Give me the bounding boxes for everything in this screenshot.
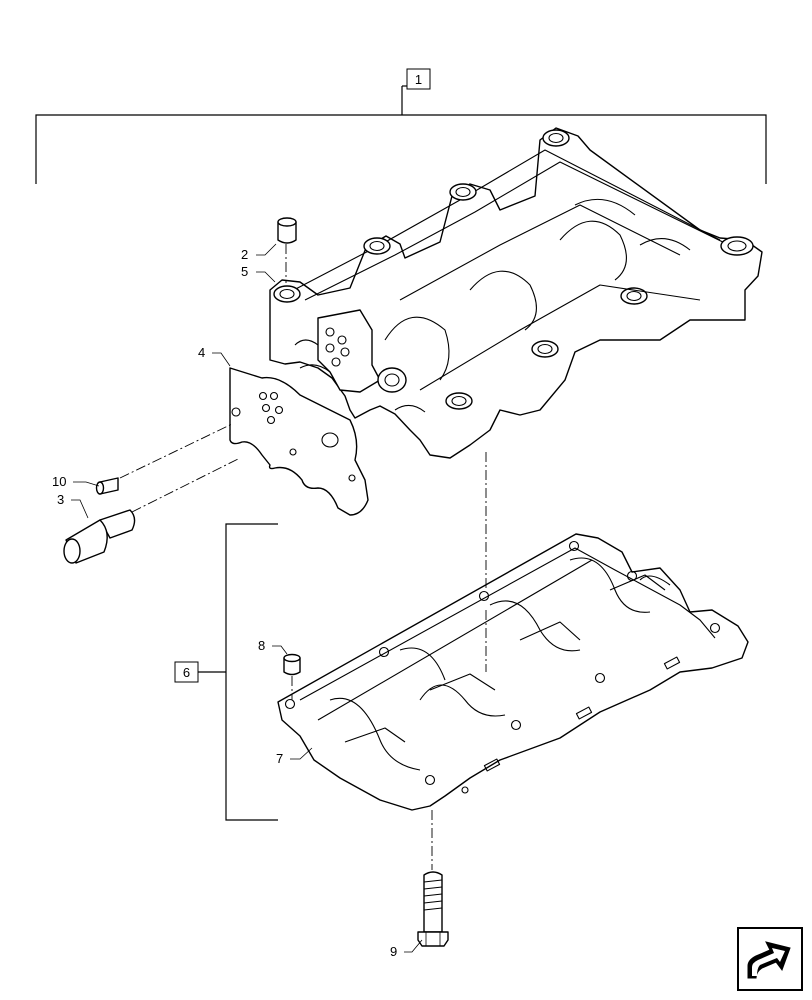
callout-6[interactable]: 6: [174, 661, 199, 683]
bush-part: [283, 653, 301, 676]
callout-4[interactable]: 4: [198, 345, 231, 367]
gasket-plate-part: [229, 367, 369, 516]
svg-text:1: 1: [415, 72, 422, 87]
callout-2[interactable]: 2: [241, 243, 277, 262]
next-page-arrow-icon[interactable]: [737, 927, 803, 991]
callout-3[interactable]: 3: [57, 492, 89, 519]
callout-5[interactable]: 5: [241, 264, 276, 283]
svg-text:4: 4: [198, 345, 205, 360]
assembly-bracket-6: [198, 523, 278, 821]
svg-text:5: 5: [241, 264, 248, 279]
upper-housing-part: [269, 127, 763, 459]
callout-10[interactable]: 10: [52, 474, 100, 489]
svg-text:7: 7: [276, 751, 283, 766]
plug-shaft-part: [63, 509, 136, 564]
svg-text:8: 8: [258, 638, 265, 653]
lower-frame-part: [277, 533, 749, 811]
callout-7[interactable]: 7: [276, 747, 313, 766]
svg-text:9: 9: [390, 944, 397, 959]
callout-8[interactable]: 8: [258, 638, 288, 655]
svg-text:10: 10: [52, 474, 66, 489]
dowel-sleeve-part: [277, 217, 297, 244]
svg-text:2: 2: [241, 247, 248, 262]
svg-text:6: 6: [183, 665, 190, 680]
callout-1[interactable]: 1: [406, 68, 431, 90]
assembly-bracket-1: [35, 85, 767, 184]
pin-part: [95, 477, 119, 495]
bolt-part: [417, 871, 449, 947]
callout-9[interactable]: 9: [390, 939, 423, 959]
svg-text:3: 3: [57, 492, 64, 507]
